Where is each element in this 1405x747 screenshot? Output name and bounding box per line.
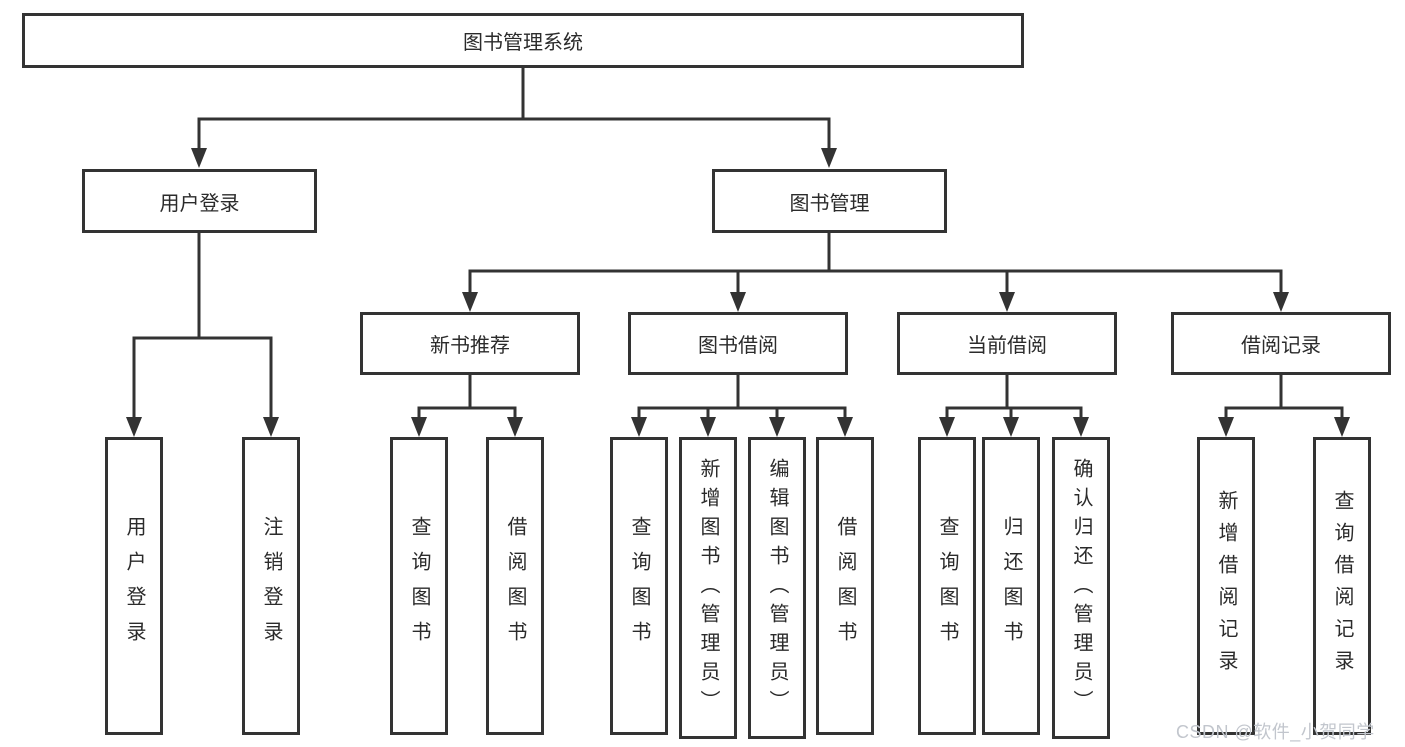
- leaf-query-book-current: 查询图书: [918, 437, 976, 735]
- leaf-query-borrow-record-label: 查询借阅记录: [1331, 490, 1353, 682]
- leaf-add-book-admin: 新增图书（管理员）: [679, 437, 737, 739]
- node-book-management-label: 图书管理: [789, 192, 870, 215]
- leaf-query-book-borrow-label: 查询图书: [628, 516, 650, 656]
- leaf-add-borrow-record-label: 新增借阅记录: [1215, 490, 1237, 682]
- leaf-add-book-admin-label: 新增图书（管理员）: [697, 457, 719, 719]
- connector-borrow-record-to-leaves: [1218, 373, 1350, 437]
- leaf-query-book-recommend-label: 查询图书: [408, 516, 430, 656]
- leaf-edit-book-admin: 编辑图书（管理员）: [748, 437, 806, 739]
- leaf-borrow-book-label: 借阅图书: [834, 516, 856, 656]
- leaf-return-book: 归还图书: [982, 437, 1040, 735]
- leaf-logout-label: 注销登录: [260, 516, 282, 656]
- node-book-borrow: 图书借阅: [628, 312, 848, 375]
- leaf-edit-book-admin-label: 编辑图书（管理员）: [766, 457, 788, 719]
- node-borrow-record-label: 借阅记录: [1241, 335, 1321, 357]
- leaf-query-book-recommend: 查询图书: [390, 437, 448, 735]
- connector-book-borrow-to-leaves: [631, 373, 853, 437]
- connector-book-mgmt-to-level3: [462, 231, 1289, 312]
- leaf-user-login: 用户登录: [105, 437, 163, 735]
- connector-current-borrow-to-leaves: [939, 373, 1089, 437]
- node-current-borrow-label: 当前借阅: [967, 335, 1047, 357]
- leaf-user-login-label: 用户登录: [123, 516, 145, 656]
- connector-root-to-level2: [191, 66, 837, 168]
- connector-new-book-to-leaves: [411, 373, 523, 437]
- leaf-return-book-label: 归还图书: [1000, 516, 1022, 656]
- node-current-borrow: 当前借阅: [897, 312, 1117, 375]
- node-borrow-record: 借阅记录: [1171, 312, 1391, 375]
- node-user-login-label: 用户登录: [159, 192, 240, 215]
- csdn-watermark: CSDN @软件_小贺同学: [1176, 722, 1375, 742]
- leaf-borrow-book-recommend-label: 借阅图书: [504, 516, 526, 656]
- leaf-borrow-book: 借阅图书: [816, 437, 874, 735]
- leaf-add-borrow-record: 新增借阅记录: [1197, 437, 1255, 735]
- leaf-borrow-book-recommend: 借阅图书: [486, 437, 544, 735]
- node-book-borrow-label: 图书借阅: [698, 335, 778, 357]
- node-user-login: 用户登录: [82, 169, 317, 233]
- connector-user-login-to-leaves: [126, 231, 279, 437]
- node-root-label: 图书管理系统: [463, 32, 583, 54]
- leaf-logout: 注销登录: [242, 437, 300, 735]
- leaf-confirm-return-admin: 确认归还（管理员）: [1052, 437, 1110, 739]
- leaf-confirm-return-admin-label: 确认归还（管理员）: [1070, 457, 1092, 719]
- node-root: 图书管理系统: [22, 13, 1024, 68]
- leaf-query-borrow-record: 查询借阅记录: [1313, 437, 1371, 735]
- node-book-management: 图书管理: [712, 169, 947, 233]
- node-new-book-recommend: 新书推荐: [360, 312, 580, 375]
- node-new-book-recommend-label: 新书推荐: [430, 335, 510, 357]
- leaf-query-book-current-label: 查询图书: [936, 516, 958, 656]
- leaf-query-book-borrow: 查询图书: [610, 437, 668, 735]
